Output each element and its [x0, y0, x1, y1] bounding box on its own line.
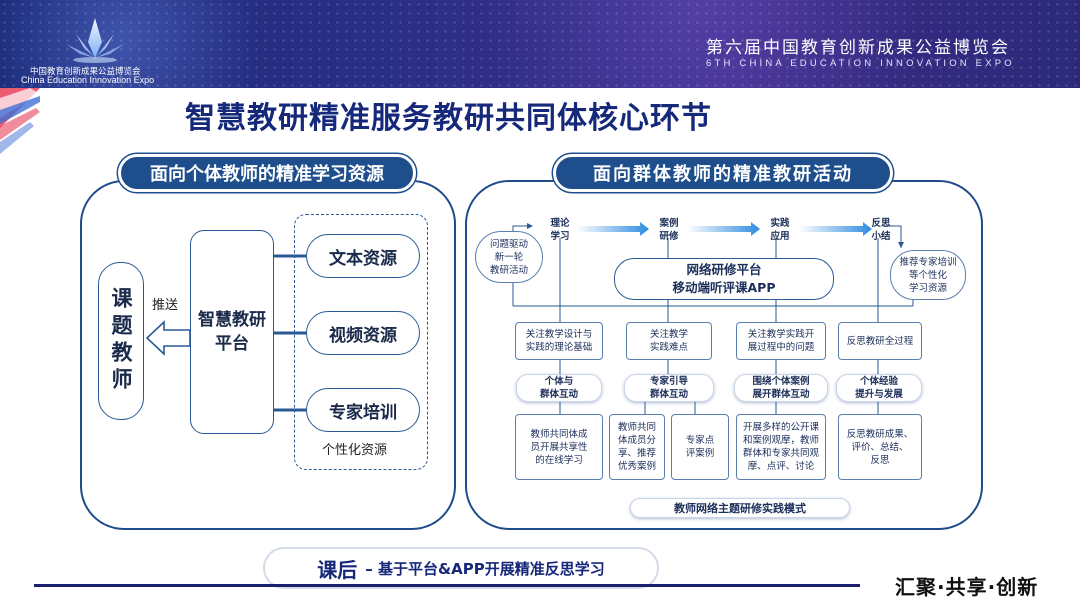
detail-3-line2: 评案例 — [685, 448, 715, 459]
focus-box-4: 反思教研全过程 — [838, 322, 922, 360]
detail-2-line2: 体成员分 — [617, 435, 656, 446]
push-label: 推送 — [152, 298, 179, 313]
left-panel-title: 面向个体教师的精准学习资源 — [118, 154, 416, 192]
side-right-line3: 学习资源 — [908, 282, 947, 294]
stage-case-line2: 研修 — [659, 231, 679, 242]
right-panel-title: 面向群体教师的精准教研活动 — [553, 154, 893, 192]
platform-connectors — [274, 254, 308, 412]
detail-4-line3: 群体和专家共同观 — [742, 448, 819, 459]
expo-header-banner: 中国教育创新成果公益博览会 China Education Innovation… — [0, 0, 1080, 88]
platform-line2: 平台 — [215, 334, 249, 354]
expo-en-title: 6TH CHINA EDUCATION INNOVATION EXPO — [706, 58, 1015, 69]
push-arrow-icon — [145, 320, 191, 356]
mode-3-line1: 围绕个体案例 — [752, 376, 810, 387]
side-right-line2: 等个性化 — [908, 269, 947, 281]
detail-box-3: 专家点评案例 — [671, 414, 729, 480]
focus-1-line1: 关注教学设计与 — [525, 329, 593, 340]
logo-cn-text: 中国教育创新成果公益博览会 — [30, 67, 141, 77]
stage-practice-line2: 应用 — [770, 231, 790, 242]
after-class-key: 课后 — [317, 557, 358, 582]
resource-expert-training: 专家培训 — [306, 388, 420, 432]
detail-5-line3: 反思 — [870, 454, 890, 466]
detail-2-line1: 教师共同 — [617, 422, 656, 433]
flow-connectors — [512, 222, 914, 414]
detail-1-line3: 的在线学习 — [535, 454, 583, 466]
detail-1-line2: 员开展共享性 — [530, 441, 588, 453]
platform-line1: 智慧教研 — [198, 310, 266, 330]
decorative-stripes — [0, 88, 40, 154]
stage-case: 案例 研修 — [654, 217, 684, 243]
mode-pill-1: 个体与群体互动 — [516, 374, 602, 402]
focus-3-line1: 关注教学实践开 — [747, 329, 815, 340]
footer-divider — [34, 584, 860, 587]
detail-4-line2: 和案例观摩，教师 — [742, 435, 819, 446]
practice-mode-title: 教师网络主题研修实践模式 — [630, 498, 850, 518]
detail-5-line1: 反思教研成果、 — [846, 428, 914, 440]
detail-4-line4: 摩、点评、讨论 — [747, 461, 815, 472]
expo-cn-title: 第六届中国教育创新成果公益博览会 — [706, 38, 1010, 58]
after-class-text: – 基于平台&APP开展精准反思学习 — [365, 559, 605, 578]
stage-theory-line1: 理论 — [550, 218, 570, 229]
network-platform-box: 网络研修平台 移动端听评课APP — [614, 258, 834, 300]
detail-box-1: 教师共同体成员开展共享性的在线学习 — [515, 414, 603, 480]
stage-reflect: 反思 小结 — [866, 217, 896, 243]
focus-box-2: 关注教学实践难点 — [626, 322, 712, 360]
problem-driven-bubble: 问题驱动 新一轮 教研活动 — [475, 231, 543, 283]
resources-group — [294, 214, 428, 470]
mode-2-line1: 专家引导 — [649, 376, 688, 387]
stage-reflect-line2: 小结 — [871, 231, 891, 242]
side-left-line1: 问题驱动 — [489, 238, 528, 250]
detail-2-line3: 享、推荐 — [617, 448, 656, 459]
resource-text: 文本资源 — [306, 234, 420, 278]
detail-4-line1: 开展多样的公开课 — [742, 422, 819, 433]
page-title: 智慧教研精准服务教研共同体核心环节 — [185, 101, 712, 136]
focus-4-line1: 反思教研全过程 — [846, 335, 914, 347]
mode-4-line1: 个体经验 — [859, 376, 898, 387]
stage-theory: 理论 学习 — [545, 217, 575, 243]
mode-3-line2: 展开群体互动 — [752, 389, 810, 400]
mode-1-line2: 群体互动 — [539, 389, 578, 400]
focus-2-line1: 关注教学 — [649, 329, 688, 340]
detail-1-line1: 教师共同体成 — [530, 428, 588, 440]
slogan: 汇聚·共享·创新 — [895, 575, 1039, 599]
teacher-box: 课题教师 — [98, 262, 144, 420]
detail-3-line1: 专家点 — [685, 435, 715, 446]
expert-recommend-bubble: 推荐专家培训 等个性化 学习资源 — [890, 250, 966, 300]
focus-box-1: 关注教学设计与实践的理论基础 — [515, 322, 603, 360]
net-platform-line2: 移动端听评课APP — [672, 280, 776, 295]
stage-theory-line2: 学习 — [550, 231, 570, 242]
resources-label: 个性化资源 — [322, 443, 388, 458]
mode-pill-2: 专家引导群体互动 — [624, 374, 714, 402]
focus-3-line2: 展过程中的问题 — [747, 342, 815, 353]
mode-pill-4: 个体经验提升与发展 — [836, 374, 922, 402]
detail-5-line2: 评价、总结、 — [851, 441, 909, 453]
expo-logo-icon — [66, 18, 124, 63]
detail-box-4: 开展多样的公开课和案例观摩，教师群体和专家共同观摩、点评、讨论 — [736, 414, 826, 480]
mode-4-line2: 提升与发展 — [855, 389, 903, 400]
side-right-line1: 推荐专家培训 — [899, 256, 957, 268]
focus-box-3: 关注教学实践开展过程中的问题 — [736, 322, 826, 360]
stage-practice-line1: 实践 — [770, 218, 790, 229]
stage-reflect-line1: 反思 — [871, 218, 891, 229]
after-class-banner: 课后 – 基于平台&APP开展精准反思学习 — [263, 547, 659, 589]
detail-box-2: 教师共同体成员分享、推荐优秀案例 — [609, 414, 665, 480]
stage-practice: 实践 应用 — [765, 217, 795, 243]
side-left-line2: 新一轮 — [494, 251, 524, 263]
smart-platform-box: 智慧教研 平台 — [190, 230, 274, 434]
resource-video: 视频资源 — [306, 311, 420, 355]
mode-1-line1: 个体与 — [544, 376, 574, 387]
logo-en-text: China Education Innovation Expo — [21, 75, 155, 85]
side-left-line3: 教研活动 — [489, 264, 528, 276]
mode-pill-3: 围绕个体案例展开群体互动 — [734, 374, 828, 402]
focus-1-line2: 实践的理论基础 — [525, 342, 593, 353]
mode-2-line2: 群体互动 — [649, 389, 688, 400]
detail-box-5: 反思教研成果、评价、总结、反思 — [838, 414, 922, 480]
focus-2-line2: 实践难点 — [649, 342, 688, 353]
net-platform-line1: 网络研修平台 — [686, 262, 762, 277]
detail-2-line4: 优秀案例 — [617, 461, 656, 472]
stage-case-line1: 案例 — [659, 218, 679, 229]
